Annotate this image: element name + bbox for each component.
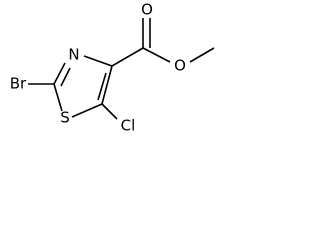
bond-ester-o-methyl	[189, 47, 215, 63]
structure-diagram: Br N S Cl O O	[10, 1, 215, 135]
atom-br: Br	[10, 75, 27, 93]
bond-c4-c5	[101, 65, 113, 105]
bond-s1-c2	[53, 83, 63, 112]
bond-c4-c5-double	[97, 72, 107, 101]
bond-c2-n3	[53, 62, 66, 85]
atom-s: S	[60, 109, 70, 127]
bond-c5-s1	[71, 103, 103, 118]
bond-c5-cl	[101, 103, 118, 120]
bond-c4-carbonyl	[111, 47, 144, 67]
atom-ester-o: O	[174, 57, 186, 75]
bond-n3-c4	[83, 55, 113, 67]
bond-carbonyl-ester-o	[142, 47, 171, 63]
atom-carbonyl-o: O	[141, 1, 153, 19]
bond-c2-n3-double	[60, 67, 71, 87]
atom-n: N	[68, 46, 79, 64]
atom-cl: Cl	[121, 117, 136, 135]
